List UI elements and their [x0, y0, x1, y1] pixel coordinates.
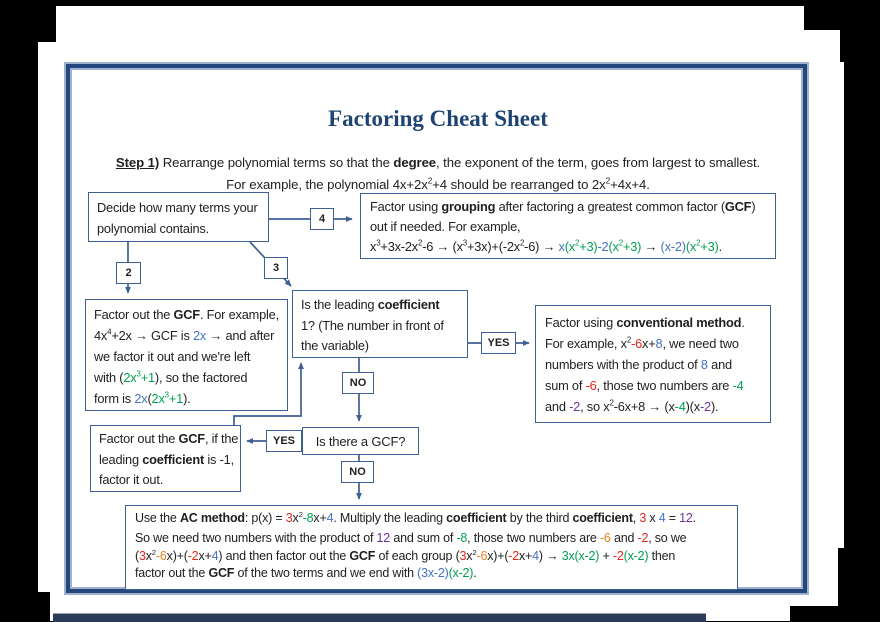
box-conventional-method: Factor using conventional method. For ex… — [535, 305, 771, 423]
label-no-leading-coefficient: NO — [342, 372, 374, 394]
step1-example: For example, the polynomial 4x+2x2+4 sho… — [226, 176, 650, 192]
box-is-there-gcf-question: Is there a GCF? — [302, 427, 419, 455]
box-decide-terms: Decide how many terms your polynomial co… — [88, 192, 269, 242]
corner-mask-top-left-2 — [0, 0, 38, 68]
corner-mask-bottom-right-2 — [790, 606, 880, 621]
step1-instruction: Step 1) Rearrange polynomial terms so th… — [115, 155, 761, 170]
box-leading-coefficient-question: Is the leading coefficient 1? (The numbe… — [292, 290, 468, 358]
page-title: Factoring Cheat Sheet — [328, 106, 548, 131]
label-yes-leading-coefficient: YES — [481, 332, 516, 354]
box-ac-method: Use the AC method: p(x) = 3x2-8x+4. Mult… — [125, 505, 738, 590]
box-gcf-negative-one: Factor out the GCF, if the leading coeff… — [90, 425, 241, 492]
page-bottom-bar — [53, 613, 706, 622]
page-border-frame — [66, 64, 807, 593]
box-gcf-two-terms: Factor out the GCF. For example, 4x4+2x … — [85, 299, 288, 411]
corner-mask-top-right-2 — [840, 0, 880, 62]
label-no-gcf: NO — [341, 461, 374, 483]
branch-label-four-terms: 4 — [310, 208, 334, 230]
corner-mask-bottom-left-2 — [0, 552, 36, 621]
label-yes-gcf: YES — [266, 430, 302, 452]
box-grouping-method: Factor using grouping after factoring a … — [360, 193, 776, 259]
branch-label-two-terms: 2 — [116, 262, 141, 284]
branch-label-three-terms: 3 — [264, 257, 288, 279]
